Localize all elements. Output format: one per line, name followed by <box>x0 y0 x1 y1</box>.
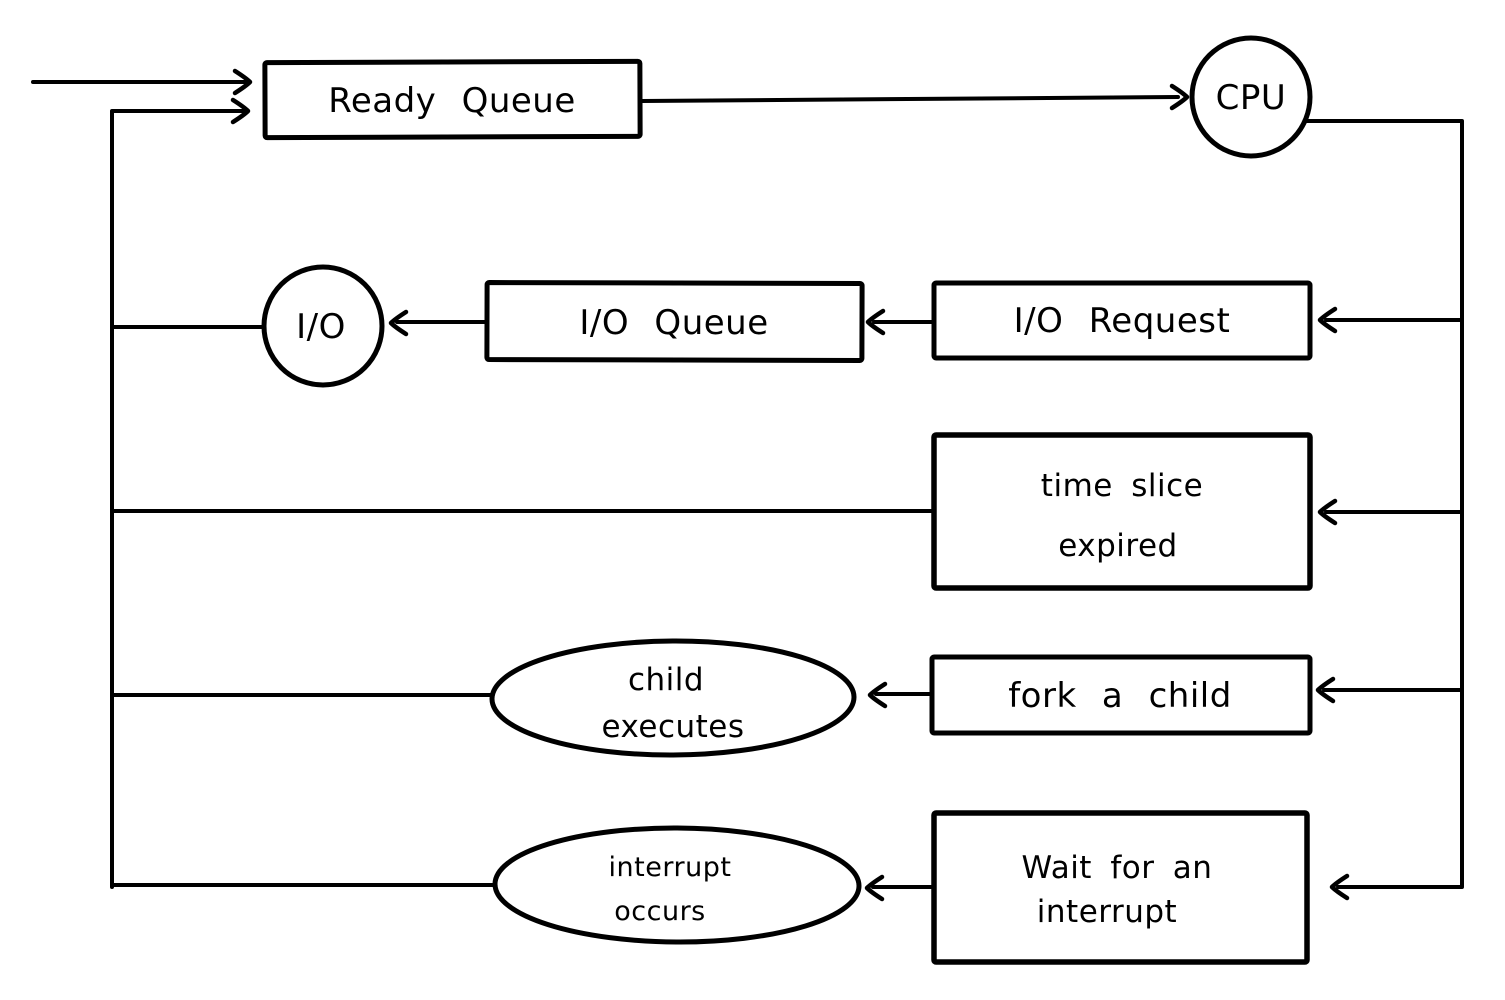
io-request-node: I/O Request <box>931 280 1313 361</box>
entry-arrowhead-icon <box>232 68 253 96</box>
io-label: I/O <box>296 307 346 347</box>
fork-child-box <box>929 654 1313 736</box>
cpu-label: CPU <box>1216 78 1287 118</box>
child-arrowhead-icon <box>867 681 888 709</box>
cpu-node: CPU <box>1189 35 1313 159</box>
child-executes-ellipse <box>489 638 857 758</box>
interrupt-occurs-ellipse <box>492 825 862 945</box>
interrupt-arrowhead-icon <box>864 874 885 902</box>
ready-queue-label: Ready Queue <box>328 81 576 121</box>
return-arrowhead-icon <box>230 97 251 125</box>
wait-interrupt-label-line1: Wait for an <box>1022 850 1213 886</box>
time-slice-arrowhead-icon <box>1317 498 1338 526</box>
io-queue-node: I/O Queue <box>484 280 865 363</box>
edge-left-return-rail <box>110 109 245 889</box>
fork-arrowhead-icon <box>1315 676 1336 704</box>
fork-child-node: fork a child <box>929 654 1313 736</box>
io-request-label: I/O Request <box>1014 301 1231 341</box>
io-queue-box <box>484 280 865 363</box>
edge-ready-to-cpu <box>640 95 1180 103</box>
wait-arrowhead-icon <box>1329 873 1350 901</box>
io-request-box <box>931 280 1313 361</box>
wait-interrupt-node: Wait for an interrupt <box>931 810 1310 965</box>
io-circle <box>261 264 385 388</box>
io-node: I/O <box>261 264 385 388</box>
child-executes-node: child executes <box>489 638 857 758</box>
wait-interrupt-box <box>931 810 1310 965</box>
ready-queue-box <box>262 58 643 141</box>
interrupt-occurs-node: interrupt occurs <box>492 825 862 945</box>
io-arrowhead-icon <box>388 309 409 337</box>
io-queue-arrowhead-icon <box>865 308 886 336</box>
time-slice-label-line1: time slice <box>1041 468 1203 504</box>
wait-interrupt-label-line2: interrupt <box>1037 894 1177 930</box>
ready-queue-node: Ready Queue <box>262 58 643 141</box>
time-slice-node: time slice expired <box>931 432 1313 591</box>
io-queue-label: I/O Queue <box>579 303 768 343</box>
time-slice-label-line2: expired <box>1058 528 1177 564</box>
cpu-arrowhead-icon <box>1169 83 1190 111</box>
child-executes-label-line1: child <box>628 662 704 698</box>
interrupt-occurs-label-line1: interrupt <box>609 852 732 883</box>
io-request-arrowhead-icon <box>1317 306 1338 334</box>
edge-cpu-right-rail <box>1304 119 1464 889</box>
interrupt-occurs-label-line2: occurs <box>614 896 706 927</box>
child-executes-label-line2: executes <box>601 709 744 745</box>
fork-child-label: fork a child <box>1008 676 1232 716</box>
cpu-circle <box>1189 35 1313 159</box>
time-slice-box <box>931 432 1313 591</box>
